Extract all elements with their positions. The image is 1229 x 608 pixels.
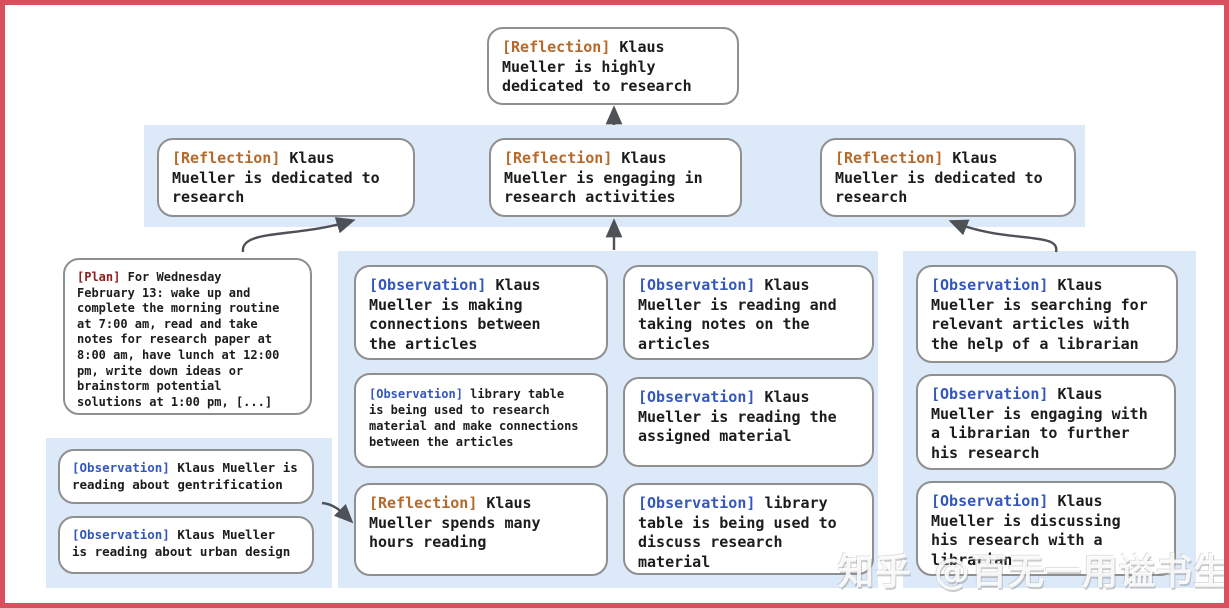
watermark-zhihu-logo: 知乎 [838,552,913,593]
reflection-tag: [Reflection] [172,149,281,167]
node-text: Klaus Mueller is highly dedicated to res… [502,38,692,95]
node-reflection-right: [Reflection] Klaus Mueller is dedicated … [820,138,1076,217]
node-text: Klaus Mueller is reading about gentrific… [72,460,298,492]
node-text: Klaus Mueller is reading the assigned ma… [638,388,837,445]
observation-tag: [Observation] [638,276,756,294]
reflection-tag: [Reflection] [369,494,478,512]
observation-tag: [Observation] [72,460,170,475]
node-observation-searching-articles: [Observation] Klaus Mueller is searching… [916,265,1178,363]
node-observation-library-table-discuss: [Observation] library table is being use… [623,483,874,575]
observation-tag: [Observation] [369,276,487,294]
node-text: Klaus Mueller is dedicated to research [835,149,1043,206]
node-observation-library-table-research: [Observation] library table is being use… [354,373,608,468]
node-observation-urban-design: [Observation] Klaus Mueller is reading a… [58,516,314,574]
node-observation-making-connections: [Observation] Klaus Mueller is making co… [354,265,608,360]
node-reflection-middle: [Reflection] Klaus Mueller is engaging i… [489,138,742,217]
node-text: Klaus Mueller is discussing his research… [931,492,1121,569]
node-text: library table is being used to research … [369,387,579,449]
node-observation-assigned-material: [Observation] Klaus Mueller is reading t… [623,377,874,467]
node-text: Klaus Mueller is reading about urban des… [72,527,291,559]
node-text: Klaus Mueller is making connections betw… [369,276,541,353]
node-text: Klaus Mueller is searching for relevant … [931,276,1148,353]
reflection-tag: [Reflection] [502,38,611,56]
observation-tag: [Observation] [931,276,1049,294]
observation-tag: [Observation] [931,385,1049,403]
node-observation-gentrification: [Observation] Klaus Mueller is reading a… [58,449,314,504]
watermark: 知乎@百无一用谥书生 [838,543,1224,595]
node-text: Klaus Mueller is dedicated to research [172,149,380,206]
node-plan: [Plan] For Wednesday February 13: wake u… [63,258,312,415]
plan-tag: [Plan] [77,270,121,284]
observation-tag: [Observation] [638,388,756,406]
node-observation-discussing-librarian: [Observation] Klaus Mueller is discussin… [916,481,1176,576]
node-observation-taking-notes: [Observation] Klaus Mueller is reading a… [623,265,874,360]
watermark-handle: @百无一用谥书生 [934,552,1229,593]
observation-tag: [Observation] [72,527,170,542]
reflection-tag: [Reflection] [835,149,944,167]
node-observation-engaging-librarian: [Observation] Klaus Mueller is engaging … [916,374,1176,470]
node-reflection-left: [Reflection] Klaus Mueller is dedicated … [157,138,415,217]
observation-tag: [Observation] [369,387,463,401]
node-text: Klaus Mueller is engaging in research ac… [504,149,703,206]
observation-tag: [Observation] [931,492,1049,510]
reflection-tag: [Reflection] [504,149,613,167]
node-reflection-hours-reading: [Reflection] Klaus Mueller spends many h… [354,483,608,576]
node-reflection-top: [Reflection] Klaus Mueller is highly ded… [487,27,739,105]
node-text: For Wednesday February 13: wake up and c… [77,270,280,409]
node-text: library table is being used to discuss r… [638,494,837,571]
node-text: Klaus Mueller is engaging with a librari… [931,385,1148,462]
node-text: Klaus Mueller spends many hours reading [369,494,541,551]
node-text: Klaus Mueller is reading and taking note… [638,276,837,353]
observation-tag: [Observation] [638,494,756,512]
